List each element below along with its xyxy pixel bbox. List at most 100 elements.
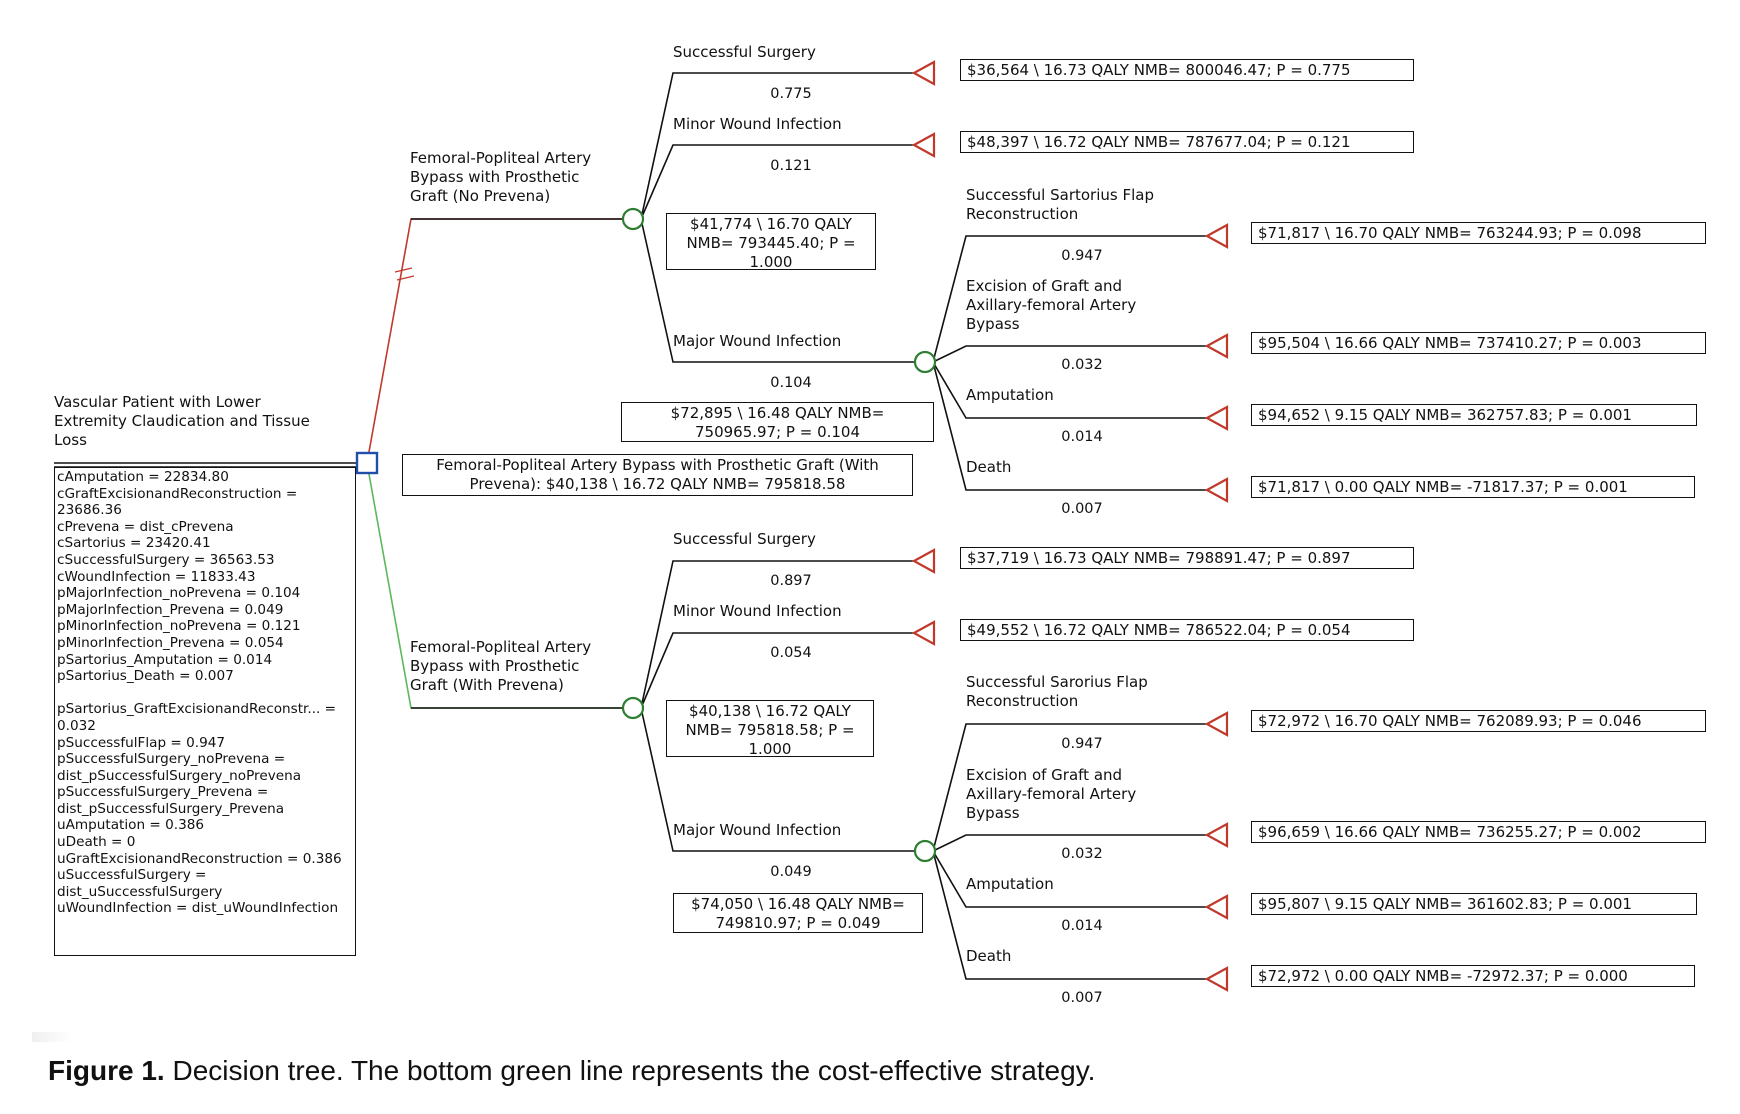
summary-box-major-with-prevena: $74,050 \ 16.48 QALY NMB= 749810.97; P =… [673,893,923,933]
branch-prob: 0.054 [770,645,812,661]
sub-branch-label: Amputation [966,386,1054,404]
result-box: $71,817 \ 16.70 QALY NMB= 763244.93; P =… [1251,222,1706,244]
terminal-node [1204,711,1229,737]
result-box: $36,564 \ 16.73 QALY NMB= 800046.47; P =… [960,59,1414,81]
branch-prob: 0.049 [770,864,812,880]
terminal-node [911,548,936,574]
sub-branch-prob: 0.032 [1061,846,1103,862]
variable-line: pMinorInfection_Prevena = 0.054 [57,634,284,651]
caption-label: Figure 1. [48,1055,165,1086]
result-box: $72,972 \ 0.00 QALY NMB= -72972.37; P = … [1251,965,1695,987]
chance-node [621,207,645,231]
summary-box-with-prevena: $40,138 \ 16.72 QALY NMB= 795818.58; P =… [666,700,874,758]
summary-box-major-no-prevena: $72,895 \ 16.48 QALY NMB= 750965.97; P =… [621,402,934,442]
result-box: $48,397 \ 16.72 QALY NMB= 787677.04; P =… [960,131,1414,153]
decision-summary-box: Femoral-Popliteal Artery Bypass with Pro… [402,454,913,496]
chance-node [913,839,937,863]
variable-line: pSartorius_Amputation = 0.014 [57,651,273,668]
sub-branch-label: Amputation [966,875,1054,893]
result-box: $94,652 \ 9.15 QALY NMB= 362757.83; P = … [1251,404,1697,426]
variable-line: pMajorInfection_noPrevena = 0.104 [57,585,301,602]
variable-line: pSuccessfulSurgery_noPrevena = dist_pSuc… [57,751,302,784]
sub-branch-label: Excision of Graft and Axillary-femoral A… [966,277,1137,333]
sub-branch-prob: 0.032 [1061,357,1103,373]
sub-branch-prob: 0.014 [1061,918,1103,934]
branch-label: Major Wound Infection [673,821,842,839]
sub-branch-label: Death [966,458,1012,476]
variable-line: pMinorInfection_noPrevena = 0.121 [57,618,301,635]
result-box: $95,807 \ 9.15 QALY NMB= 361602.83; P = … [1251,893,1697,915]
variable-line: pSuccessfulSurgery_Prevena = dist_pSucce… [57,784,285,817]
sub-branch-edge [932,834,1207,852]
variable-line: cPrevena = dist_cPrevena [57,518,234,535]
variable-line: uAmputation = 0.386 [57,817,205,834]
sub-branch-label: Successful Sarorius Flap Reconstruction [966,673,1148,710]
branch-prob: 0.897 [770,573,812,589]
branch-edge [640,707,915,852]
variable-line: cAmputation = 22834.80 [57,469,229,485]
prune-mark-1 [394,267,413,273]
sub-branch-prob: 0.007 [1061,501,1103,517]
terminal-node [1204,405,1229,431]
variable-line: uSuccessfulSurgery = dist_uSuccessfulSur… [57,867,223,900]
branch-prob: 0.121 [770,158,812,174]
result-box: $37,719 \ 16.73 QALY NMB= 798891.47; P =… [960,547,1414,569]
terminal-node [911,620,936,646]
variable-line: pSartorius_GraftExcisionandReconstr... =… [57,701,341,734]
branch-edge [640,144,914,220]
sub-branch-label: Successful Sartorius Flap Reconstruction [966,186,1154,223]
branch-edge [640,218,915,363]
sub-branch-prob: 0.947 [1061,736,1103,752]
terminal-node [1204,223,1229,249]
caption-text: Decision tree. The bottom green line rep… [164,1055,1096,1086]
terminal-node [911,60,936,86]
branch-edge [640,72,914,220]
sub-branch-edge [932,850,1207,908]
sub-branch-edge [932,345,1207,363]
sub-branch-prob: 0.014 [1061,429,1103,445]
variable-line: pSuccessfulFlap = 0.947 [57,734,226,751]
variable-line: cSartorius = 23420.41 [57,535,211,552]
decision-node [355,451,379,475]
edge-no-prevena [366,218,623,464]
branch-edge [640,560,914,709]
sub-branch-prob: 0.947 [1061,248,1103,264]
terminal-node [911,132,936,158]
sub-branch-edge [932,235,1207,363]
variable-line: cGraftExcisionandReconstruction = 23686.… [57,485,302,519]
variable-line [57,685,353,702]
branch-label: Successful Surgery [673,530,816,548]
result-box: $96,659 \ 16.66 QALY NMB= 736255.27; P =… [1251,821,1706,843]
chance-node [621,696,645,720]
sub-branch-edge [932,723,1207,852]
terminal-node [1204,333,1229,359]
root-label: Vascular Patient with Lower Extremity Cl… [54,393,310,449]
terminal-node [1204,966,1229,992]
branch-label: Successful Surgery [673,43,816,61]
branch-prob: 0.775 [770,86,812,102]
prune-mark-2 [396,275,415,281]
branch-edge [640,632,914,709]
summary-box-no-prevena: $41,774 \ 16.70 QALY NMB= 793445.40; P =… [666,213,876,271]
result-box: $49,552 \ 16.72 QALY NMB= 786522.04; P =… [960,619,1414,641]
variable-line: pSartorius_Death = 0.007 [57,668,234,685]
terminal-node [1204,822,1229,848]
result-box: $72,972 \ 16.70 QALY NMB= 762089.93; P =… [1251,710,1706,732]
sub-branch-prob: 0.007 [1061,990,1103,1006]
terminal-node [1204,894,1229,920]
sub-branch-edge [932,361,1207,419]
sub-branch-edge [932,361,1207,491]
branch-label: Major Wound Infection [673,332,842,350]
variable-line: uWoundInfection = dist_uWoundInfection [57,900,339,917]
figure-caption: Figure 1. Decision tree. The bottom gree… [48,1054,1095,1088]
result-box: $95,504 \ 16.66 QALY NMB= 737410.27; P =… [1251,332,1706,354]
sub-branch-label: Excision of Graft and Axillary-femoral A… [966,766,1137,822]
terminal-node [1204,477,1229,503]
branch-prob: 0.104 [770,375,812,391]
branch-label: Minor Wound Infection [673,602,842,620]
result-box: $71,817 \ 0.00 QALY NMB= -71817.37; P = … [1251,476,1695,498]
variable-line: pMajorInfection_Prevena = 0.049 [57,601,284,618]
sub-branch-label: Death [966,947,1012,965]
